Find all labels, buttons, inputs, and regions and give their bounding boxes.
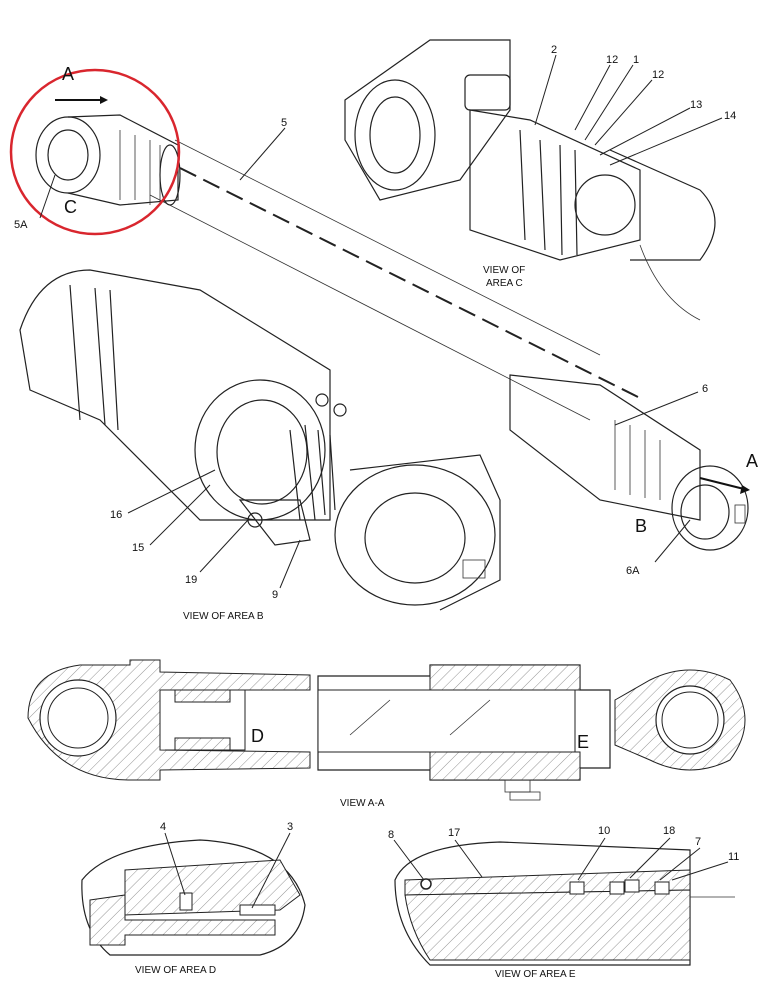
callout-6a: 6A (626, 565, 640, 577)
section-label-a-right: A (746, 451, 758, 471)
callout-1: 1 (633, 54, 639, 66)
caption-view-b: VIEW OF AREA B (183, 611, 264, 622)
caption-view-e: VIEW OF AREA E (495, 969, 576, 980)
callout-12-b: 12 (652, 69, 664, 81)
highlight-circle (9, 68, 181, 236)
view-area-c-drawing (344, 39, 716, 321)
callout-17: 17 (448, 827, 460, 839)
view-area-d-drawing (81, 839, 306, 956)
area-label-e: E (577, 732, 589, 752)
callout-8: 8 (388, 829, 394, 841)
head-eye-6a (509, 374, 749, 551)
area-label-d: D (251, 726, 264, 746)
cylinder-main-view (35, 96, 750, 551)
area-label-c: C (64, 197, 77, 217)
callout-10: 10 (598, 825, 610, 837)
callout-12-a: 12 (606, 54, 618, 66)
callout-3: 3 (287, 821, 293, 833)
view-area-e-drawing (394, 841, 735, 966)
callout-6: 6 (702, 383, 708, 395)
callout-2: 2 (551, 44, 557, 56)
callout-16: 16 (110, 509, 122, 521)
callout-9: 9 (272, 589, 278, 601)
section-label-a-top: A (62, 64, 74, 84)
callout-4: 4 (160, 821, 166, 833)
callout-5: 5 (281, 117, 287, 129)
leader-lines (39, 54, 729, 909)
caption-view-c-line2: AREA C (486, 278, 523, 289)
view-aa-section (27, 659, 746, 801)
caption-view-aa: VIEW A-A (340, 798, 385, 809)
callout-11: 11 (728, 851, 739, 863)
callout-14: 14 (724, 110, 736, 122)
callout-7: 7 (695, 836, 701, 848)
area-label-b: B (635, 516, 647, 536)
callout-18: 18 (663, 825, 675, 837)
callout-5a: 5A (14, 219, 28, 231)
rod-eye-5a (35, 114, 181, 206)
caption-view-d: VIEW OF AREA D (135, 965, 216, 976)
callout-19: 19 (185, 574, 197, 586)
callout-15: 15 (132, 542, 144, 554)
caption-view-c-line1: VIEW OF (483, 265, 525, 276)
view-area-b-drawing (19, 269, 501, 611)
callout-13: 13 (690, 99, 702, 111)
